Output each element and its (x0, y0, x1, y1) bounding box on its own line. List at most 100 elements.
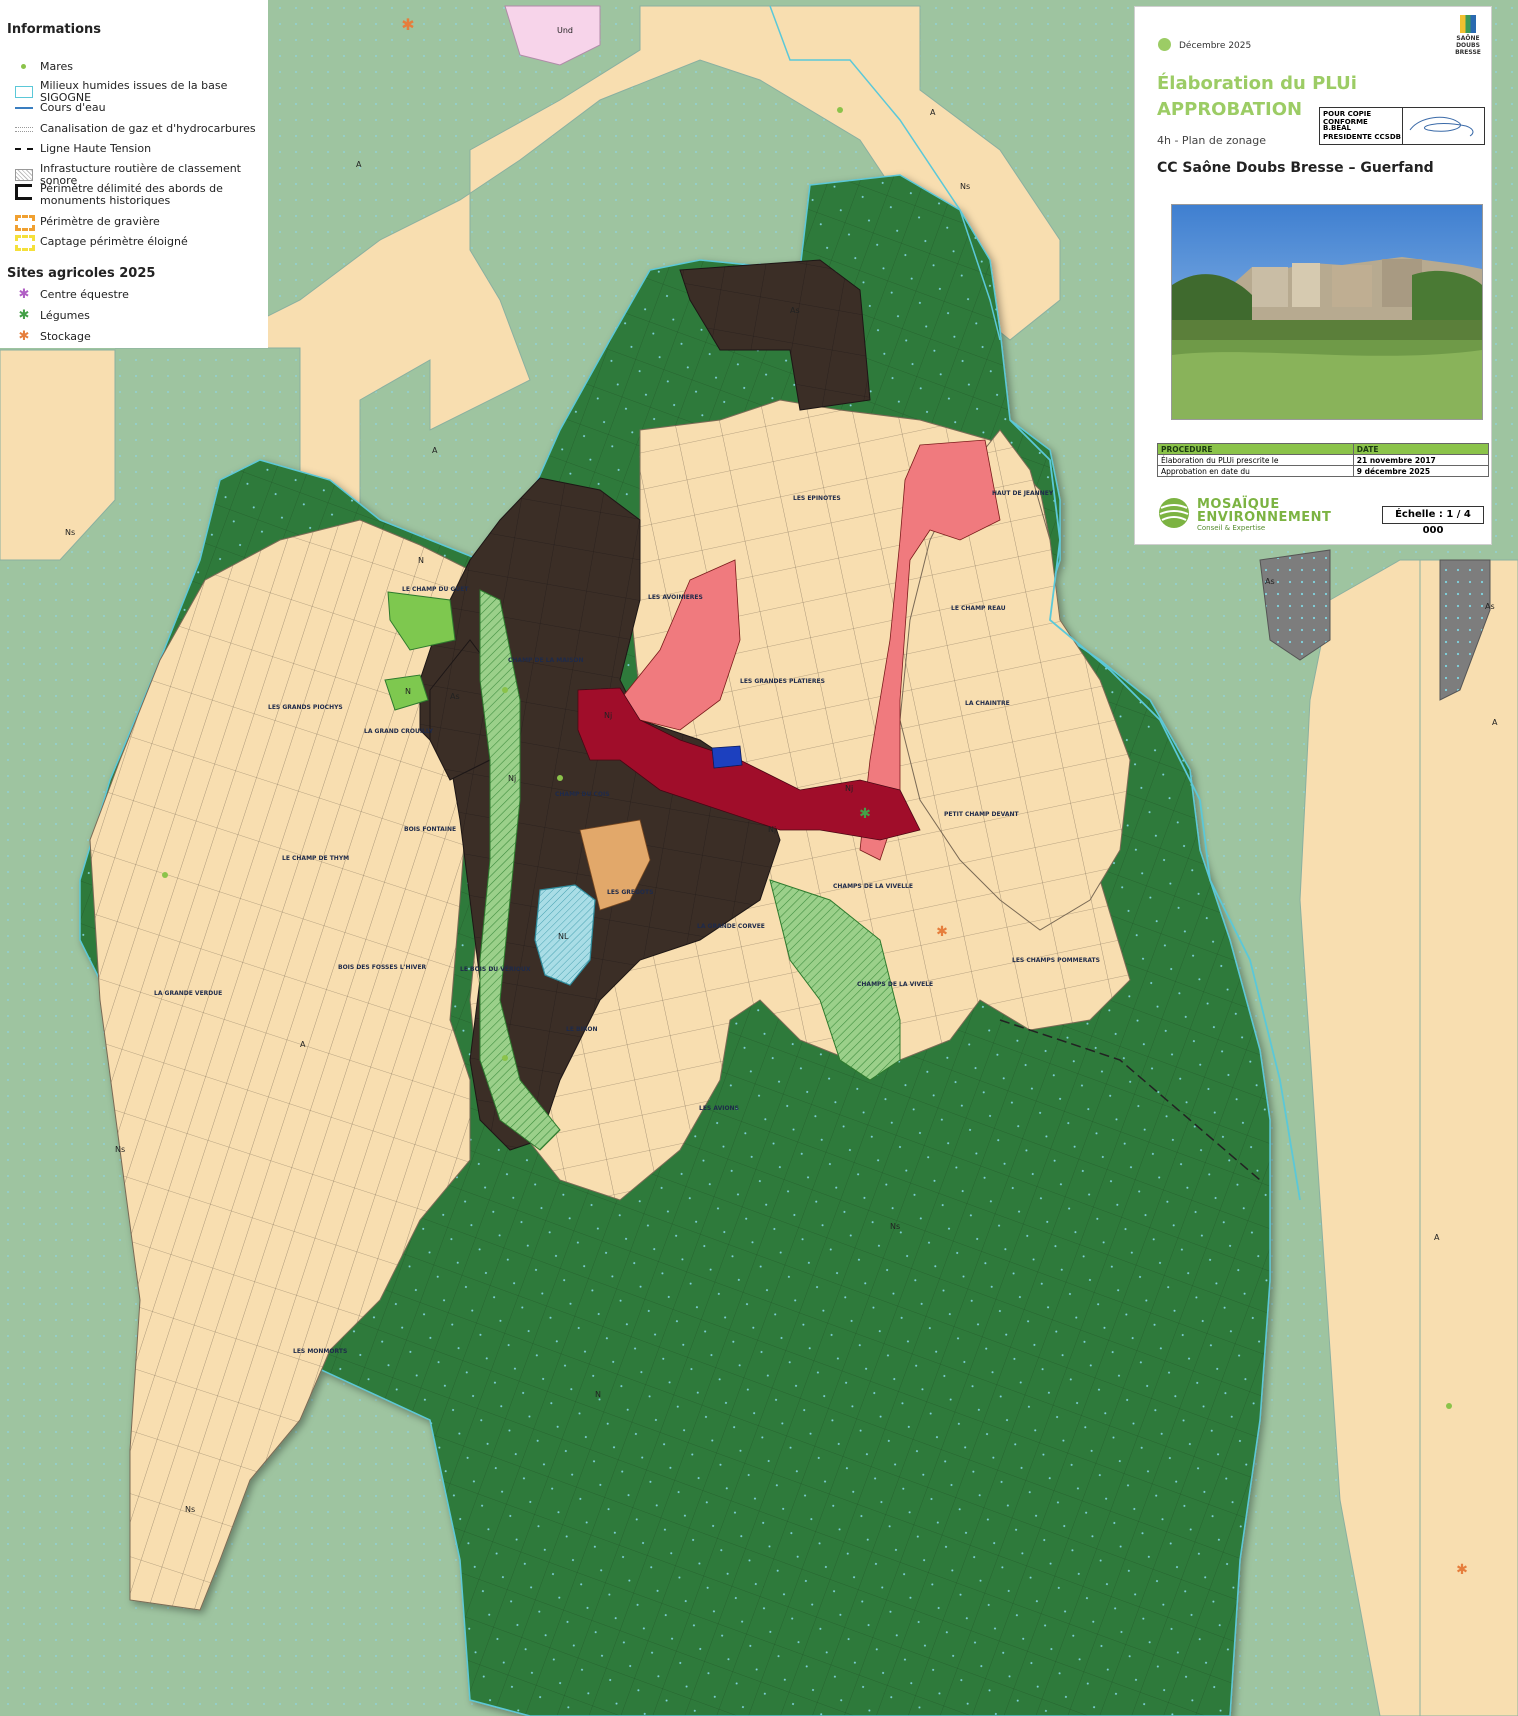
place-name: LA GRANDE VERDUE (154, 990, 223, 997)
site-storage-star-2[interactable]: ✱ (936, 924, 948, 940)
site-vegetables-star[interactable]: ✱ (859, 806, 871, 822)
zone-label: N (405, 687, 411, 696)
river-north (769, 5, 1001, 341)
agricultural-zone-as-north[interactable] (679, 259, 871, 411)
zone-label: Ns (185, 1505, 196, 1514)
legend-item-wetlands: Milieux humides issues de la base SIGOGN… (14, 80, 268, 104)
place-name: HAUT DE JEANNEY (992, 490, 1054, 497)
ccsdb-logo-icon (1460, 15, 1476, 33)
signature-icon (1409, 116, 1474, 137)
natural-corridor-east[interactable] (769, 879, 901, 1081)
outer-urban-zone-und[interactable] (504, 5, 601, 66)
mosaique-logo-icon (1159, 498, 1189, 528)
zone-label: N (595, 1390, 601, 1399)
legend-site-storage: ✱ Stockage (14, 330, 91, 344)
zone-label: NL (558, 932, 569, 941)
outer-agricultural-zone-west[interactable] (0, 349, 116, 561)
zone-label: A (1492, 718, 1498, 727)
legend-item-power: Ligne Haute Tension (14, 142, 151, 156)
plan-commune: CC Saône Doubs Bresse – Guerfand (1157, 160, 1434, 176)
plan-subtitle: 4h - Plan de zonage (1157, 134, 1267, 147)
legend-site-vegetables: ✱ Légumes (14, 309, 90, 323)
legend-item-rivers: Cours d'eau (14, 101, 106, 115)
firm-name-2: ENVIRONNEMENT (1197, 510, 1332, 525)
agricultural-zone-a-east[interactable] (899, 429, 1131, 931)
map-legend: Informations Mares Milieux humides issue… (0, 0, 268, 348)
place-name: LES MONMORTS (293, 1348, 348, 1355)
natural-zone-n-west-2[interactable] (384, 674, 429, 711)
zone-label: Nj (604, 711, 613, 720)
legend-site-equestrian: ✱ Centre équestre (14, 288, 129, 302)
mare-dot-icon (14, 60, 34, 74)
urban-zone-ub-west[interactable] (619, 559, 741, 731)
certified-copy-box: POUR COPIE CONFORME B.BEAL PRESIDENTE CC… (1319, 107, 1485, 145)
urban-zone-orange[interactable] (579, 819, 651, 911)
table-cell: 9 décembre 2025 (1352, 465, 1490, 477)
place-name: LA CHAINTRE (965, 700, 1010, 707)
place-name: BOIS FONTAINE (404, 826, 457, 833)
date-dot-icon (1158, 38, 1171, 51)
firm-tagline: Conseil & Expertise (1197, 524, 1266, 532)
place-name: CHAMPS DE LA VIVELE (857, 981, 934, 988)
zone-label: Ns (65, 528, 76, 537)
ccsdb-logo: SAÔNE DOUBS BRESSE (1453, 15, 1483, 56)
zone-label: As (450, 692, 460, 701)
water-catchment-icon (14, 235, 35, 251)
urban-zone-ua-core[interactable] (577, 687, 921, 841)
power-line (999, 1019, 1261, 1181)
legend-item-mares: Mares (14, 60, 73, 74)
place-name: PETIT CHAMP DEVANT (944, 811, 1019, 818)
site-storage-star-3[interactable]: ✱ (1456, 1562, 1468, 1578)
zone-label: As (790, 306, 800, 315)
zone-label: A (1434, 1233, 1440, 1242)
natural-zone-n-west-1[interactable] (387, 591, 456, 651)
place-name: LA GRANDE CORVEE (697, 923, 765, 930)
zone-label: A (432, 446, 438, 455)
place-name: LES GRANDS PIOCHYS (268, 704, 343, 711)
legend-item-catchment: Captage périmètre éloigné (14, 235, 188, 251)
wetland-outline-icon (14, 85, 34, 99)
place-name: BOIS DES FOSSES L'HIVER (338, 964, 427, 971)
urban-zone-blue[interactable] (711, 745, 743, 769)
gray-zone-east-2[interactable] (1439, 559, 1491, 701)
storage-star-icon: ✱ (18, 329, 30, 344)
power-line-icon (14, 142, 34, 156)
place-name: CHAMPS DE LA VIVELLE (833, 883, 913, 890)
pond-zone-nl[interactable] (534, 884, 596, 986)
legend-title: Informations (7, 22, 102, 37)
river-line-icon (14, 101, 34, 115)
zone-label: A (930, 108, 936, 117)
zone-label: Nj (508, 774, 517, 783)
zone-label: As (1265, 577, 1275, 586)
legend-item-gas: Canalisation de gaz et d'hydrocarbures (14, 122, 256, 136)
legend-item-noise-road: Infrastucture routière de classement son… (14, 163, 268, 187)
place-name: LES AVOINIERES (648, 594, 703, 601)
gas-pipeline-icon (14, 122, 34, 136)
site-storage-star[interactable]: ✱ (401, 15, 414, 34)
zone-label: Ns (890, 1222, 901, 1231)
firm-name-1: MOSAÏQUE (1197, 497, 1280, 512)
equestrian-star-icon: ✱ (18, 287, 30, 302)
place-name: LE CHAMP REAU (951, 605, 1006, 612)
plan-status: APPROBATION (1157, 99, 1303, 120)
outer-agricultural-zone-north[interactable] (114, 5, 1061, 521)
legend-item-gravel: Périmètre de gravière (14, 215, 160, 231)
zone-label: Nj (845, 784, 854, 793)
gray-zone-east[interactable] (1259, 549, 1331, 661)
zone-label: Und (557, 26, 574, 35)
natural-corridor-west[interactable] (479, 589, 561, 1151)
agricultural-zone-a-west[interactable] (89, 519, 491, 1611)
title-box: Décembre 2025 SAÔNE DOUBS BRESSE Élabora… (1134, 6, 1492, 545)
place-name: CHAMP DE LA MAISON (508, 657, 584, 664)
place-name: CHAMP DU COIS (555, 791, 610, 798)
place-name: LE CHAMP DU GUET (402, 586, 469, 593)
procedure-header: PROCEDURE (1157, 443, 1354, 455)
zone-label: A (356, 160, 362, 169)
table-cell: Élaboration du PLUi prescrite le (1157, 454, 1354, 466)
vegetables-star-icon: ✱ (18, 308, 30, 323)
monument-perimeter-icon (14, 183, 34, 200)
place-name: LES AVIONS (699, 1105, 739, 1112)
plan-date: Décembre 2025 (1179, 41, 1252, 51)
zone-label: A (300, 1040, 306, 1049)
